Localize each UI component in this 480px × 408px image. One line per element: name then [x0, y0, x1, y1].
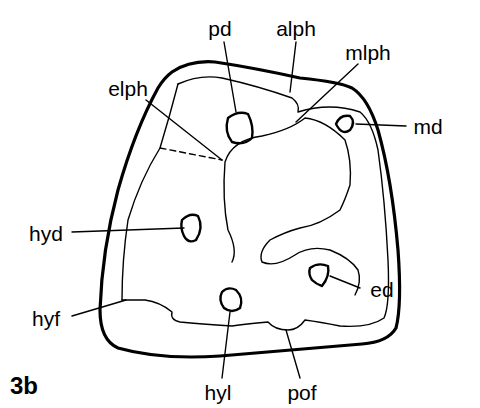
hypoconulid [220, 288, 241, 311]
margin-line-left [122, 84, 178, 300]
leader-lines [72, 42, 406, 378]
metaconid [336, 116, 353, 132]
part-label: mlph [345, 42, 391, 63]
protoconid [227, 113, 253, 144]
part-label: hyf [32, 308, 60, 329]
elph-dashed [160, 148, 222, 160]
crown-outline [100, 62, 400, 357]
part-label: alph [276, 18, 316, 39]
part-label: pd [208, 18, 231, 39]
part-label: ed [370, 279, 393, 300]
part-label: hyl [205, 382, 232, 403]
part-label: md [413, 116, 442, 137]
basin-outline [224, 118, 359, 295]
figure-number: 3b [10, 374, 38, 398]
margin-line [122, 77, 389, 330]
part-label: hyd [29, 223, 63, 244]
entoconid [309, 264, 328, 286]
part-label: elph [108, 78, 148, 99]
part-label: pof [287, 382, 316, 403]
